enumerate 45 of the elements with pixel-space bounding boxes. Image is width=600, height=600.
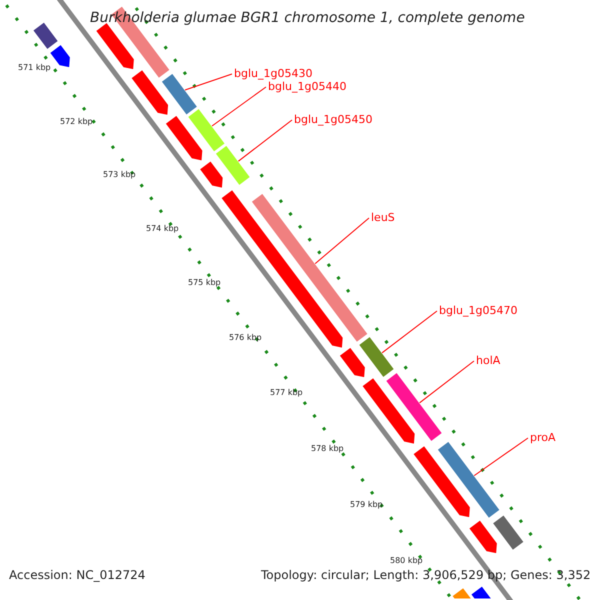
leader-line xyxy=(474,438,528,476)
gene-label: leuS xyxy=(371,212,395,223)
gene-label: bglu_1g05470 xyxy=(439,305,518,316)
gene-bar xyxy=(186,108,226,153)
genome-info-text: Topology: circular; Length: 3,906,529 bp; Genes: 3,352 xyxy=(261,569,591,581)
leader-line xyxy=(382,310,438,354)
leader-line xyxy=(212,86,266,126)
pointed-gene-bar xyxy=(338,346,366,378)
position-label: 579 kbp xyxy=(350,501,383,509)
pointed-gene-bar xyxy=(48,44,71,68)
gene-label: bglu_1g05440 xyxy=(268,81,346,92)
position-label: 572 kbp xyxy=(60,118,93,126)
gene-bar xyxy=(358,336,396,378)
gene-bar xyxy=(470,585,493,600)
pointed-gene-bar xyxy=(220,188,344,349)
position-label: 574 kbp xyxy=(146,225,179,233)
pointed-gene-bar xyxy=(361,376,416,445)
leader-line xyxy=(314,218,370,264)
accession-text: Accession: NC_012724 xyxy=(9,569,146,581)
position-label: 571 kbp xyxy=(18,64,51,72)
pointed-gene-bar xyxy=(130,68,170,116)
position-label: 576 kbp xyxy=(229,334,262,342)
gene-label: bglu_1g05450 xyxy=(294,114,372,125)
position-label: 578 kbp xyxy=(311,445,344,453)
gene-label: holA xyxy=(476,355,500,366)
pointed-gene-bar xyxy=(164,114,204,162)
gene-bar xyxy=(451,586,473,600)
gene-bar xyxy=(32,21,60,50)
pointed-gene-bar xyxy=(468,519,498,554)
gene-bar xyxy=(492,514,525,552)
pointed-gene-bar xyxy=(198,160,224,189)
leader-line xyxy=(419,360,474,404)
position-label: 580 kbp xyxy=(390,557,423,565)
leader-line xyxy=(184,74,232,90)
gene-bar xyxy=(214,144,252,186)
gene-bar xyxy=(384,372,444,442)
pointed-gene-bar xyxy=(412,444,471,518)
gene-bar xyxy=(160,72,198,116)
gene-label: bglu_1g05430 xyxy=(234,68,312,79)
position-label: 573 kbp xyxy=(103,171,136,179)
position-label: 577 kbp xyxy=(270,389,303,397)
pointed-gene-bar xyxy=(94,22,135,70)
gene-label: proA xyxy=(530,432,556,443)
gene-bar xyxy=(436,440,501,520)
leader-line xyxy=(238,120,292,162)
